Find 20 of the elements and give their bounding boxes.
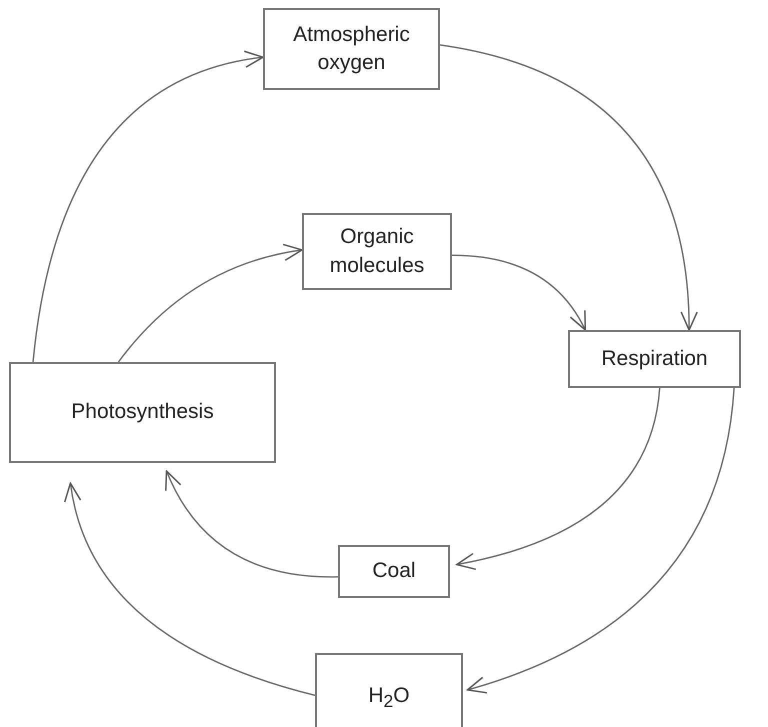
arrow [118,244,303,362]
box-label: Organic molecules [328,224,426,278]
process-box [568,330,741,388]
arrow [466,388,735,693]
box-label: Photosynthesis [71,399,214,426]
box-label: Atmospheric oxygen [292,22,411,76]
process-box [338,545,450,598]
process-box [302,213,452,290]
process-box [263,8,440,90]
arrow [456,388,660,570]
process-box [9,362,276,463]
arrow [32,52,264,362]
arrow [65,482,316,696]
box-label: Respiration [601,346,708,372]
arrow [440,44,698,331]
arrow [452,254,586,331]
box-label: Coal [372,558,416,584]
process-box [315,653,463,727]
arrow [166,470,338,578]
box-label: H$_{2}$O [368,683,410,714]
